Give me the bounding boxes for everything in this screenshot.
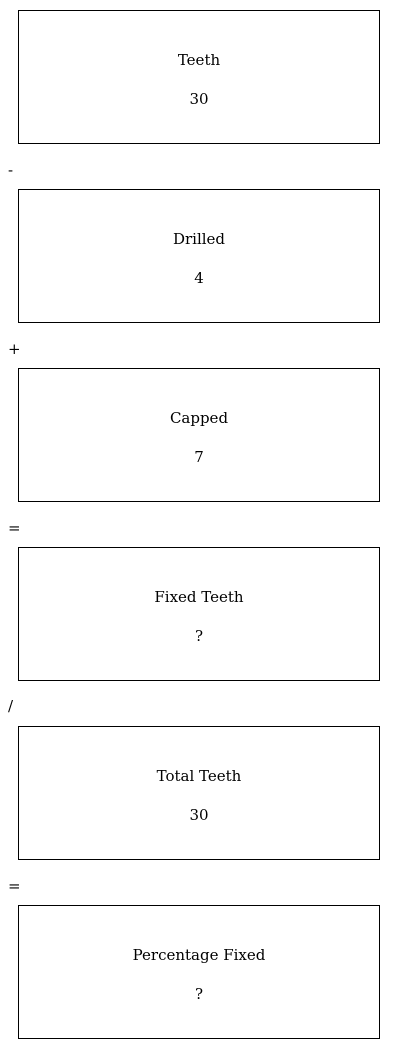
box-label: Fixed Teeth	[154, 588, 244, 606]
box-capped: Capped 7	[18, 368, 380, 502]
box-label: Total Teeth	[156, 767, 242, 785]
box-label: Percentage Fixed	[132, 946, 266, 964]
box-value: 30	[189, 90, 209, 108]
box-label: Teeth	[177, 51, 221, 69]
operator-plus: +	[8, 340, 21, 358]
box-label: Capped	[169, 409, 229, 427]
operator-equals: =	[8, 519, 21, 537]
box-value: 7	[194, 448, 204, 466]
box-value: ?	[194, 627, 204, 645]
box-drilled: Drilled 4	[18, 189, 380, 323]
box-value: 4	[194, 269, 204, 287]
box-percentage-fixed: Percentage Fixed ?	[18, 905, 380, 1039]
box-label: Drilled	[172, 230, 226, 248]
box-teeth: Teeth 30	[18, 10, 380, 144]
operator-equals: =	[8, 877, 21, 895]
box-value: ?	[194, 985, 204, 1003]
operator-divide: /	[8, 697, 14, 715]
operator-minus: -	[8, 161, 14, 179]
box-fixed-teeth: Fixed Teeth ?	[18, 547, 380, 681]
box-total-teeth: Total Teeth 30	[18, 726, 380, 860]
box-value: 30	[189, 806, 209, 824]
